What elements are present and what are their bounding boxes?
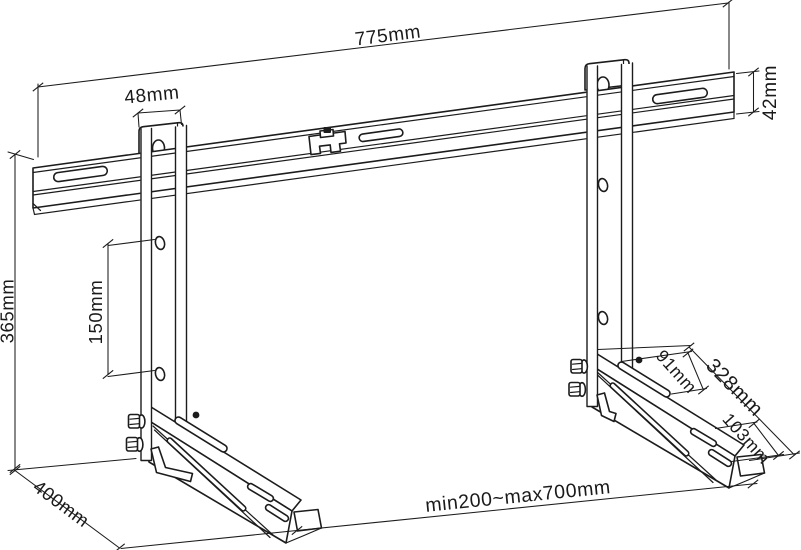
dim-rail-height-label: 42mm xyxy=(760,65,781,120)
left-bolt-upper-facets xyxy=(129,417,140,426)
clamp-body xyxy=(308,130,347,156)
rail-clamp-clip xyxy=(308,127,347,156)
left-front-strap-edges xyxy=(174,124,188,430)
right-upright-foot xyxy=(596,392,617,423)
dim-hole-spacing: 150mm xyxy=(85,238,156,380)
dim-upright-height-lines xyxy=(7,151,137,472)
right-rear-strap-edges xyxy=(586,65,599,408)
right-bolt-upper-facets xyxy=(571,362,583,371)
dim-hook-width: 48mm xyxy=(124,82,186,128)
right-upright-rear-strap xyxy=(586,65,599,408)
dim-bracket-spacing-label: min200~max700mm xyxy=(424,476,611,517)
right-rear-strap-fill xyxy=(586,65,598,407)
right-upright-hole-lower xyxy=(597,310,609,326)
dim-rail-length-lines xyxy=(37,1,730,158)
left-bolt-lower-head xyxy=(125,436,139,452)
dim-end-slot-lines xyxy=(714,421,785,463)
left-front-strap-fill xyxy=(175,126,187,429)
rail-slot-middle xyxy=(358,128,404,143)
right-upright-front-strap xyxy=(620,62,634,378)
dim-rail-length-label: 775mm xyxy=(354,22,422,51)
left-upright-hole-lower xyxy=(154,366,166,382)
left-rear-strap-edges xyxy=(140,127,153,462)
left-upright-front-strap xyxy=(174,124,188,430)
right-bolt-lower-head xyxy=(568,381,581,397)
dim-rail-height: 42mm xyxy=(735,65,781,120)
rail-fold-lines xyxy=(32,75,735,216)
upright-web-holes xyxy=(154,177,609,382)
left-bolt-upper-head xyxy=(127,413,141,429)
right-bolt-upper-head xyxy=(570,358,583,374)
wall-rail xyxy=(32,71,735,216)
dim-arm-depth: 400mm xyxy=(9,465,126,550)
dim-rail-height-lines xyxy=(735,70,760,115)
right-upright-hole-upper xyxy=(597,177,609,193)
dim-upright-height: 365mm xyxy=(0,149,137,474)
dim-top-slot-lines xyxy=(620,350,708,395)
dim-hook-width-lines xyxy=(137,109,183,128)
dim-hole-spacing-label: 150mm xyxy=(85,280,106,345)
right-front-strap-fill xyxy=(621,64,633,377)
dim-bracket-spacing-line xyxy=(120,482,758,550)
right-bolt-lower xyxy=(568,381,587,398)
dim-arm-depth-label: 400mm xyxy=(29,476,93,532)
left-bolt-lower xyxy=(125,436,144,453)
left-upright-hole-upper xyxy=(154,235,166,251)
dim-hook-width-label: 48mm xyxy=(124,82,181,108)
left-bolt-lower-facets xyxy=(127,440,138,449)
right-bolt-upper xyxy=(570,358,589,374)
right-front-strap-edges xyxy=(620,62,634,378)
rail-slot-right xyxy=(651,87,709,105)
left-rear-strap-fill xyxy=(140,128,152,461)
dim-arm-length-lines xyxy=(597,344,801,462)
rail-slot-left xyxy=(52,165,109,183)
dim-hole-spacing-lines xyxy=(107,238,156,378)
dim-arm-depth-line xyxy=(14,469,121,549)
dim-upright-height-label: 365mm xyxy=(0,279,18,344)
left-upright-rear-strap xyxy=(140,127,153,462)
right-bolt-lower-facets xyxy=(569,385,581,394)
clamp-nut xyxy=(323,127,331,133)
dim-tick xyxy=(788,450,801,460)
left-bolt-upper xyxy=(127,413,146,429)
left-upright-foot xyxy=(150,446,194,483)
